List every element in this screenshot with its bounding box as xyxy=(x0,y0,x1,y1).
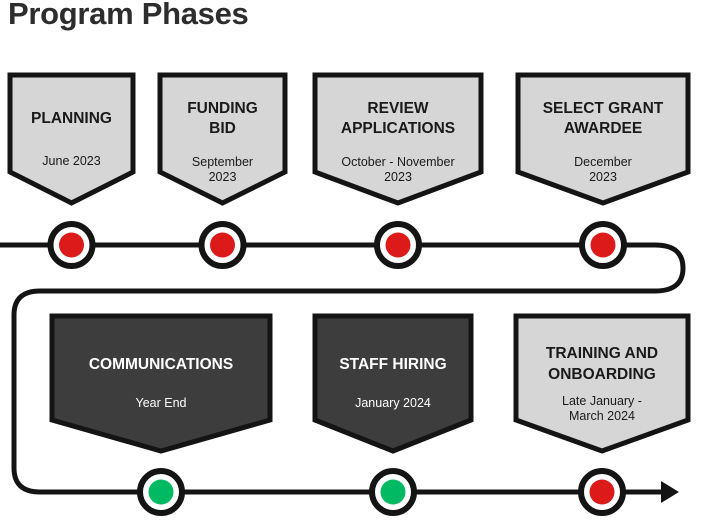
phase-card-communications[interactable]: COMMUNICATIONS Year End xyxy=(49,313,273,454)
phase-date-funding-bid-line1: September xyxy=(192,155,253,169)
milestone-marker-red-review-applications[interactable] xyxy=(374,221,422,269)
phase-title-planning: PLANNING xyxy=(31,110,112,127)
phase-title-funding-bid-line1: FUNDING xyxy=(187,100,258,117)
milestone-marker-green-staff-hiring[interactable] xyxy=(369,468,417,516)
timeline-track xyxy=(0,242,686,503)
phase-date-select-grant-awardee-line2: 2023 xyxy=(589,170,617,184)
phase-date-planning: June 2023 xyxy=(42,154,100,168)
shield-shape-communications xyxy=(49,313,273,454)
phase-date-training-and-onboarding-line2: March 2024 xyxy=(569,409,635,423)
milestone-marker-red-select-grant-awardee[interactable] xyxy=(579,221,627,269)
phase-card-staff-hiring[interactable]: STAFF HIRING January 2024 xyxy=(312,313,474,454)
page-title: Program Phases xyxy=(8,0,249,31)
phase-card-review-applications[interactable]: REVIEW APPLICATIONS October - November 2… xyxy=(312,72,484,206)
track-arrowhead-icon xyxy=(661,481,679,503)
phase-date-training-and-onboarding-line1: Late January - xyxy=(562,394,642,408)
shield-shape-training-and-onboarding xyxy=(513,313,691,454)
phase-title-select-grant-awardee-line2: AWARDEE xyxy=(564,120,642,137)
phase-title-training-and-onboarding-line2: ONBOARDING xyxy=(548,366,656,383)
phase-date-communications: Year End xyxy=(136,396,187,410)
shield-shape-planning xyxy=(7,72,136,206)
milestone-marker-red-funding-bid[interactable] xyxy=(198,221,247,269)
phase-card-select-grant-awardee[interactable]: SELECT GRANT AWARDEE December 2023 xyxy=(515,72,691,206)
timeline-upper-line xyxy=(0,242,686,495)
phase-title-communications: COMMUNICATIONS xyxy=(89,356,233,373)
phase-title-funding-bid-line2: BID xyxy=(209,120,236,137)
phase-card-training-and-onboarding[interactable]: TRAINING AND ONBOARDING Late January - M… xyxy=(513,313,691,454)
phase-title-training-and-onboarding-line1: TRAINING AND xyxy=(546,345,658,362)
phase-title-staff-hiring: STAFF HIRING xyxy=(339,356,446,373)
phase-title-review-applications-line2: APPLICATIONS xyxy=(341,120,455,137)
phase-date-staff-hiring: January 2024 xyxy=(355,396,431,410)
shield-shape-staff-hiring xyxy=(312,313,474,454)
shield-shape-funding-bid xyxy=(157,72,288,206)
phase-title-select-grant-awardee-line1: SELECT GRANT xyxy=(543,100,664,117)
phase-card-funding-bid[interactable]: FUNDING BID September 2023 xyxy=(157,72,288,206)
phase-card-planning[interactable]: PLANNING June 2023 xyxy=(7,72,136,206)
phase-date-review-applications-line1: October - November xyxy=(341,155,454,169)
phase-date-select-grant-awardee-line1: December xyxy=(574,155,632,169)
phase-date-review-applications-line2: 2023 xyxy=(384,170,412,184)
shield-shape-review-applications xyxy=(312,72,484,206)
milestone-marker-red-training-and-onboarding[interactable] xyxy=(578,468,626,516)
milestone-marker-green-communications[interactable] xyxy=(137,468,185,516)
phase-date-funding-bid-line2: 2023 xyxy=(209,170,237,184)
shield-shape-select-grant-awardee xyxy=(515,72,691,206)
phase-title-review-applications-line1: REVIEW xyxy=(367,100,429,117)
milestone-marker-red-planning[interactable] xyxy=(47,221,96,269)
